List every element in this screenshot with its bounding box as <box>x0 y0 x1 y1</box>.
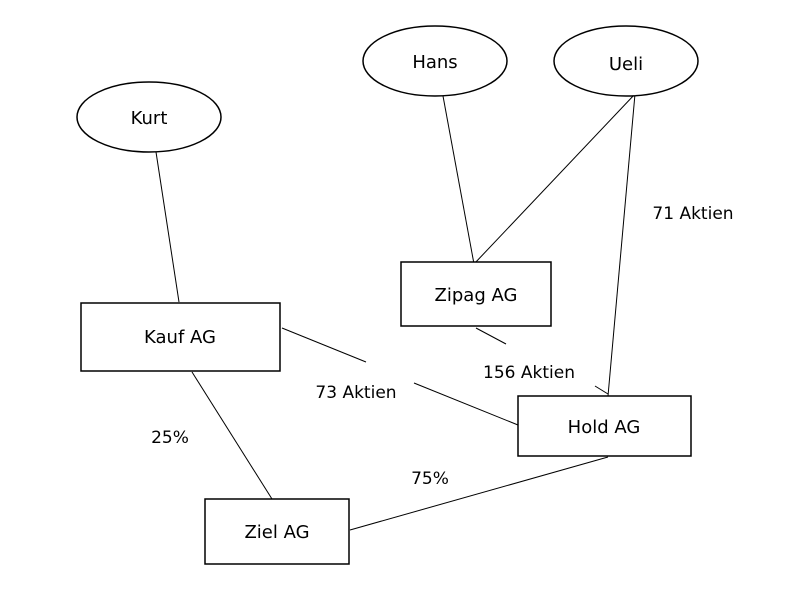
label-kauf-hold: 73 Aktien <box>315 383 396 403</box>
person-hans-label: Hans <box>412 52 457 73</box>
edge-zipag-hold-a <box>475 327 507 345</box>
edge-ueli-hold <box>607 93 636 397</box>
label-zipag-hold: 156 Aktien <box>483 363 575 383</box>
person-ueli: Ueli <box>553 25 699 97</box>
label-ueli-hold: 71 Aktien <box>652 204 733 224</box>
edge-zipag-hold-b <box>594 385 609 395</box>
company-zipag-label: Zipag AG <box>435 285 518 306</box>
person-kurt: Kurt <box>76 81 222 153</box>
edge-kauf-hold-a <box>281 327 367 363</box>
company-ziel-label: Ziel AG <box>244 522 309 543</box>
edge-kurt-kauf <box>155 151 180 303</box>
edge-kauf-hold-b <box>413 382 519 426</box>
label-hold-ziel: 75% <box>411 469 449 489</box>
company-hold-label: Hold AG <box>568 417 641 438</box>
label-kauf-ziel: 25% <box>151 428 189 448</box>
company-hold: Hold AG <box>517 395 692 457</box>
company-kauf-label: Kauf AG <box>144 327 216 348</box>
company-ziel: Ziel AG <box>204 498 350 565</box>
edge-ueli-zipag <box>473 93 636 265</box>
edge-kauf-ziel <box>191 371 273 500</box>
person-ueli-label: Ueli <box>609 54 643 75</box>
edge-hans-zipag <box>442 95 475 265</box>
company-kauf: Kauf AG <box>80 302 281 372</box>
person-kurt-label: Kurt <box>131 108 168 129</box>
company-zipag: Zipag AG <box>400 261 552 327</box>
edge-hold-ziel <box>349 456 609 531</box>
person-hans: Hans <box>362 25 508 97</box>
